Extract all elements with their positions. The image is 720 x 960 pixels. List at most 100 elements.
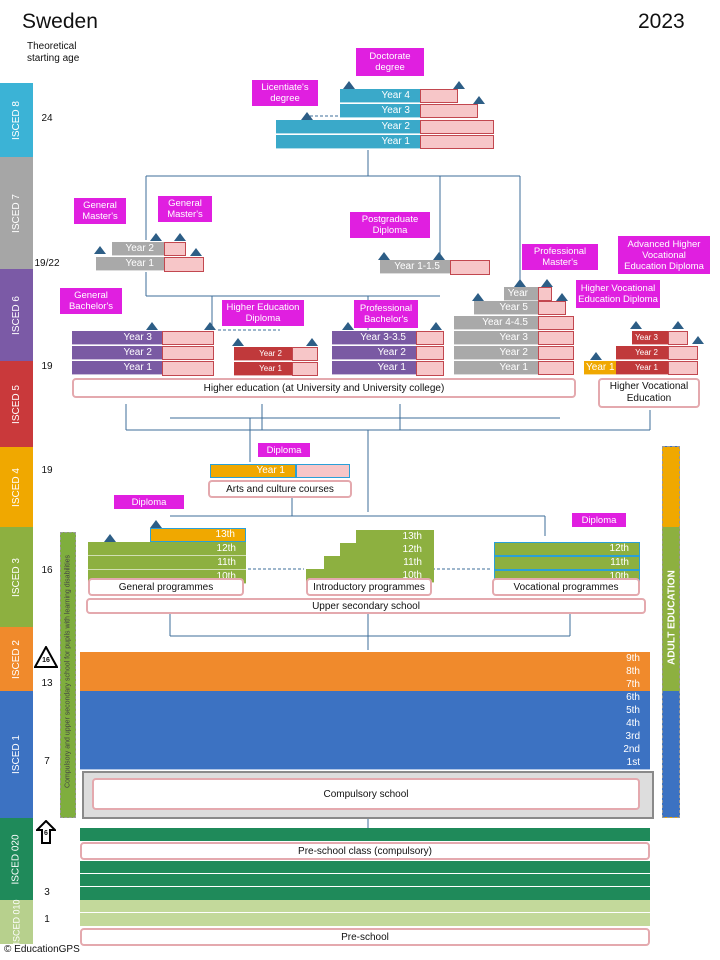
doctorate-year-1: Year 1 [276,135,420,149]
prof-bachelor-pink [416,346,444,360]
exit-marker [430,322,442,330]
exit-marker [94,246,106,254]
isced-010: ISCED 010 [0,899,33,945]
exit-marker [343,81,355,89]
general-master-diploma: General Master's [158,196,212,222]
compulsory-label: Compulsory school [92,778,640,810]
grade-2: 2nd [80,743,650,757]
general-master-diploma: General Master's [74,198,126,224]
voc-label: Vocational programmes [492,578,640,596]
general-grade-12: 12th [88,542,246,556]
master-year-2: Year 2 [112,242,164,256]
prof-master-year-4: Year 4-4.5 [454,316,538,330]
isced-6: ISCED 6 [0,269,33,361]
he-year-2: Year 2 [234,347,292,361]
grade-5: 5th [80,704,650,718]
grade-4: 4th [80,717,650,731]
age-label: 19/22 [34,258,60,269]
exit-marker [306,338,318,346]
exit-marker [301,112,313,120]
age-label: 1 [44,914,50,925]
master-pink [164,257,204,272]
isced-4: ISCED 4 [0,447,33,527]
he-pink [292,362,318,376]
licentiate-diploma: Licentiate's degree [252,80,318,106]
adv-voc-diploma: Advanced Higher Vocational Education Dip… [618,236,710,274]
hve-year-1: Year 1 [584,361,616,375]
compulsory-start-age: 6 [44,830,48,837]
age-label: 19 [41,361,53,372]
hve-label: Higher Vocational Education [598,378,700,408]
doctorate-year-2: Year 2 [276,120,420,134]
hve-diploma: Higher Vocational Education Diploma [576,280,660,308]
exit-marker [453,81,465,89]
grade-9: 9th [80,652,650,666]
exit-marker [342,322,354,330]
general-diploma: Diploma [114,495,184,509]
preschool-bar [80,887,650,900]
prof-master-diploma: Professional Master's [522,244,598,270]
exit-marker [692,336,704,344]
grade-7: 7th [80,678,650,692]
age-label: 19 [41,465,53,476]
he-pink [292,347,318,361]
master-year-1: Year 1 [96,257,164,271]
prof-master-year-6: Year 6 [504,287,538,313]
he-diploma: Higher Education Diploma [222,300,304,326]
doctorate-year-3: Year 3 [340,104,420,118]
special-school-bar [60,532,76,818]
upper-secondary-label: Upper secondary school [86,598,646,614]
prof-master-year-3: Year 3 [454,331,538,345]
preschool-class-bar [80,828,650,841]
bachelor-year-1: Year 1 [72,361,162,375]
age-label: 16 [41,565,53,576]
exit-marker [190,248,202,256]
exit-marker [630,321,642,329]
adv-voc-year-2: Year 2 [616,346,668,360]
doctorate-pink [420,104,478,118]
bachelor-year-2: Year 2 [72,346,162,360]
age-label: 13 [41,678,53,689]
exit-marker [672,321,684,329]
intro-grade-11: 11th [324,556,434,570]
compulsory-end-age: 16 [42,657,50,664]
country-title: Sweden [22,10,98,33]
intro-label: Introductory programmes [306,578,432,596]
arts-year-1: Year 1 [210,464,296,478]
doctorate-pink [420,135,494,149]
grade-6: 6th [80,691,650,705]
voc-grade-12: 12th [494,542,640,556]
adv-voc-pink [668,331,688,345]
doctorate-pink [420,120,494,134]
compulsory-end-icon [34,646,58,668]
age-label: 7 [44,756,50,767]
age-label: 24 [41,113,53,124]
doctorate-diploma: Doctorate degree [356,48,424,76]
prof-bachelor-diploma: Professional Bachelor's [354,300,418,328]
grade-8: 8th [80,665,650,679]
exit-marker [204,322,216,330]
prof-master-pink [538,331,574,345]
prof-master-pink [538,361,574,375]
exit-marker [378,252,390,260]
preschool-bar [80,913,650,926]
adult-education-label: ADULT EDUCATION [666,570,678,665]
postgrad-diploma: Postgraduate Diploma [350,212,430,238]
preschool-bar [80,900,650,913]
preschool-bar [80,861,650,874]
arts-label: Arts and culture courses [208,480,352,498]
general-label: General programmes [88,578,244,596]
postgrad-year: Year 1-1.5 [380,260,450,274]
preschool-class-label: Pre-school class (compulsory) [80,842,650,860]
bachelor-pink [162,361,214,376]
exit-marker [174,233,186,241]
adv-voc-pink [668,361,698,375]
bachelor-year-3: Year 3 [72,331,162,345]
special-school-label: Compulsory and upper secondary school fo… [64,554,72,789]
prof-master-year-5: Year 5 [474,301,538,315]
master-pink [164,242,186,256]
general-grade-13: 13th [150,528,246,542]
voc-diploma: Diploma [572,513,626,527]
adv-voc-year-3: Year 3 [632,331,668,345]
intro-grade-13: 13th [356,530,434,544]
